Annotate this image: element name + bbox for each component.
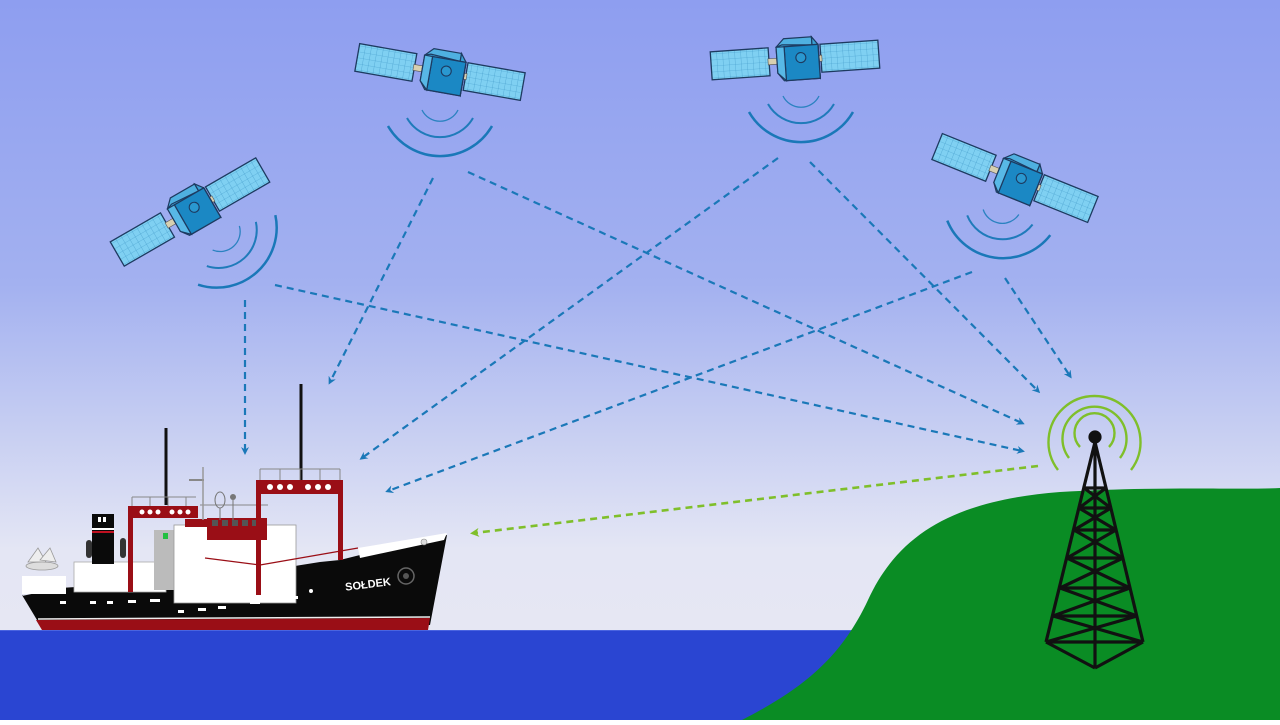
radio-tower-icon — [1044, 430, 1145, 670]
signal-lines-to-ship — [241, 157, 973, 493]
ship-name-label: SOŁDEK — [345, 576, 392, 594]
tower-broadcast-waves-icon — [1047, 394, 1142, 471]
signal-lines-to-station — [274, 161, 1072, 454]
correction-signal-line — [470, 464, 1039, 537]
ship-emblem-icon — [397, 567, 415, 585]
land-hill — [742, 488, 1280, 720]
ship: SOŁDEK — [22, 384, 447, 630]
